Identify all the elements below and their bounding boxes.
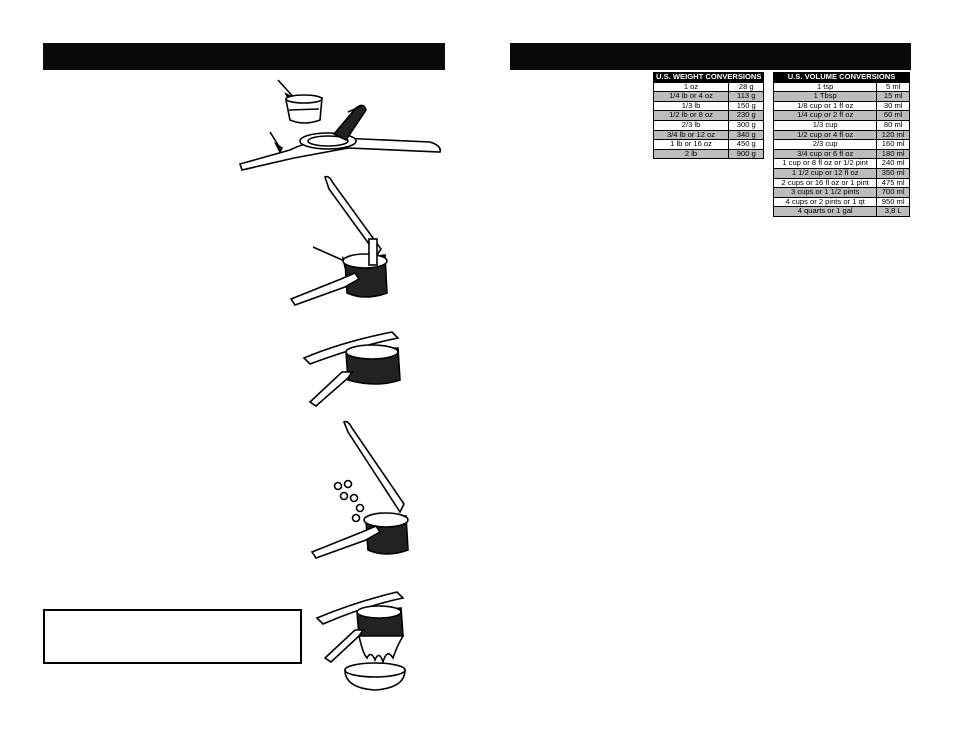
metric-value-cell: 240 ml [876,158,910,169]
metric-value-cell: 300 g [728,119,765,131]
ricer-open-with-peas-icon [310,420,409,559]
metric-value-cell: 160 ml [876,139,910,150]
us-measure-cell: 1/4 lb or 4 oz [652,91,730,102]
us-measure-cell: 2 lb [652,148,730,160]
metric-value-cell: 700 ml [876,187,910,198]
metric-value-cell: 450 g [728,139,765,150]
note-box [43,609,302,664]
us-measure-cell: 3 cups or 1 1/2 pints [772,187,878,198]
us-measure-cell: 4 quarts or 1 gal [772,206,878,217]
ricer-loading-icon [289,175,388,306]
left-header-bar [43,43,445,70]
us-measure-cell: 1 lb or 16 oz [652,139,730,150]
us-measure-cell: 2/3 lb [652,119,730,131]
us-measure-cell: 1 Tbsp [772,91,878,102]
us-measure-cell: 1/3 cup [772,119,878,131]
us-measure-cell: 1 cup or 8 fl oz or 1/2 pint [772,158,878,169]
right-header-bar [510,43,911,70]
volume-table-title: U.S. VOLUME CONVERSIONS [773,72,910,83]
metric-value-cell: 113 g [728,91,765,102]
metric-value-cell: 350 ml [876,167,910,179]
ricer-closed-icon [302,331,401,408]
weight-table-title: U.S. WEIGHT CONVERSIONS [652,72,765,83]
metric-value-cell: 3,8 L [876,206,910,217]
us-measure-cell: 1 1/2 cup or 12 fl oz [772,167,878,179]
metric-value-cell: 15 ml [876,91,910,102]
ricer-pressing-into-bowl-icon [315,591,406,691]
metric-value-cell: 80 ml [876,119,910,131]
metric-value-cell: 900 g [728,148,765,160]
us-measure-cell: 2/3 cup [772,139,878,150]
ricer-open-with-basket-icon [238,79,442,171]
